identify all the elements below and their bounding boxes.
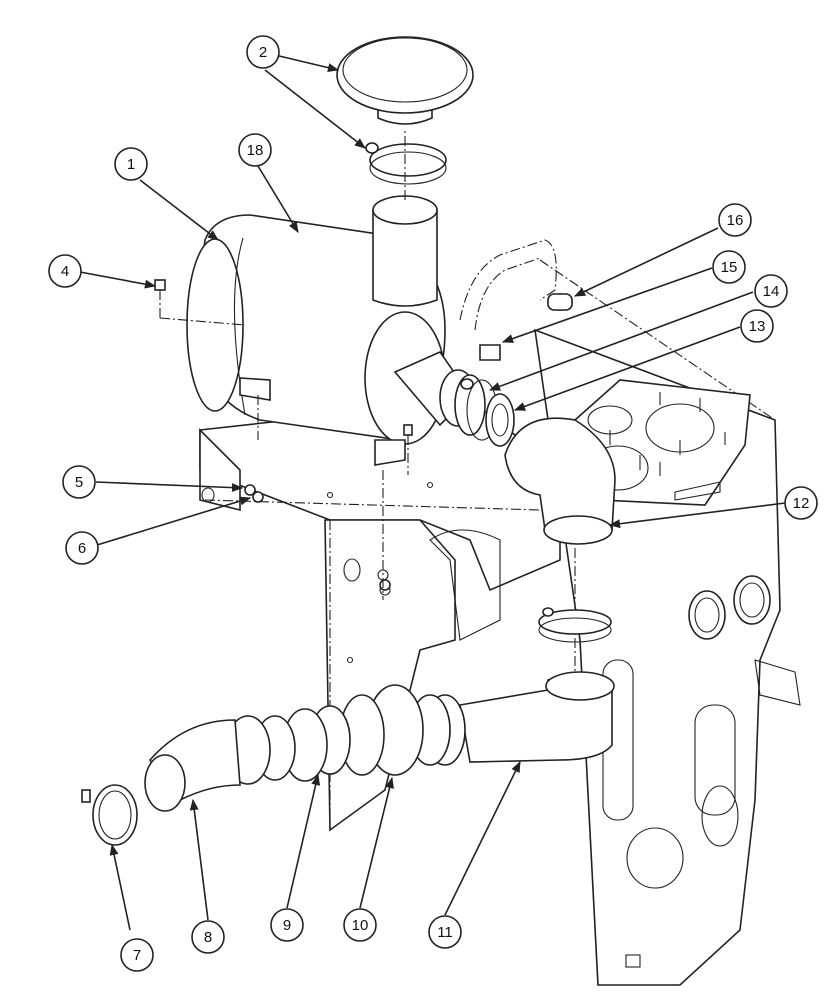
callout-12: 12: [784, 486, 818, 520]
intake-tube: [459, 239, 573, 331]
callout-18-label: 18: [247, 142, 264, 159]
callout-1: 1: [114, 147, 148, 181]
callout-4: 4: [48, 254, 82, 288]
precleaner-cap: [336, 36, 474, 125]
callout-8-label: 8: [204, 929, 212, 946]
leader-lines: [79, 54, 786, 931]
inlet-clamp: [81, 784, 138, 846]
callout-16-label: 16: [727, 212, 744, 229]
callout-14: 14: [754, 274, 788, 308]
callout-18: 18: [238, 133, 272, 167]
callout-2: 2: [246, 35, 280, 69]
callout-13-label: 13: [749, 318, 766, 335]
callout-9-label: 9: [283, 917, 291, 934]
lower-elbow: [459, 671, 615, 763]
callout-6-label: 6: [78, 540, 86, 557]
upper-elbow-hose: [504, 417, 616, 680]
callout-10: 10: [343, 908, 377, 942]
callout-15: 15: [712, 250, 746, 284]
callout-9: 9: [270, 908, 304, 942]
callout-2-label: 2: [259, 44, 267, 61]
callout-16: 16: [718, 203, 752, 237]
callout-7-label: 7: [133, 947, 141, 964]
callout-13: 13: [740, 309, 774, 343]
inlet-hose: [144, 719, 241, 812]
callout-8: 8: [191, 920, 225, 954]
callout-7: 7: [120, 938, 154, 972]
bolt-hardware: [154, 130, 413, 600]
precleaner-clamp: [365, 142, 447, 185]
callout-5: 5: [62, 465, 96, 499]
callout-5-label: 5: [75, 474, 83, 491]
callout-6: 6: [65, 531, 99, 565]
callout-4-label: 4: [61, 263, 69, 280]
callout-15-label: 15: [721, 259, 738, 276]
callout-11: 11: [428, 915, 462, 949]
callout-10-label: 10: [352, 917, 369, 934]
callout-14-label: 14: [763, 283, 780, 300]
riser-clamp: [538, 607, 612, 643]
outlet-clamps: [454, 374, 515, 447]
callout-11-label: 11: [437, 924, 453, 941]
precleaner-riser: [372, 195, 438, 307]
callout-1-label: 1: [127, 156, 135, 173]
callout-12-label: 12: [793, 495, 810, 512]
